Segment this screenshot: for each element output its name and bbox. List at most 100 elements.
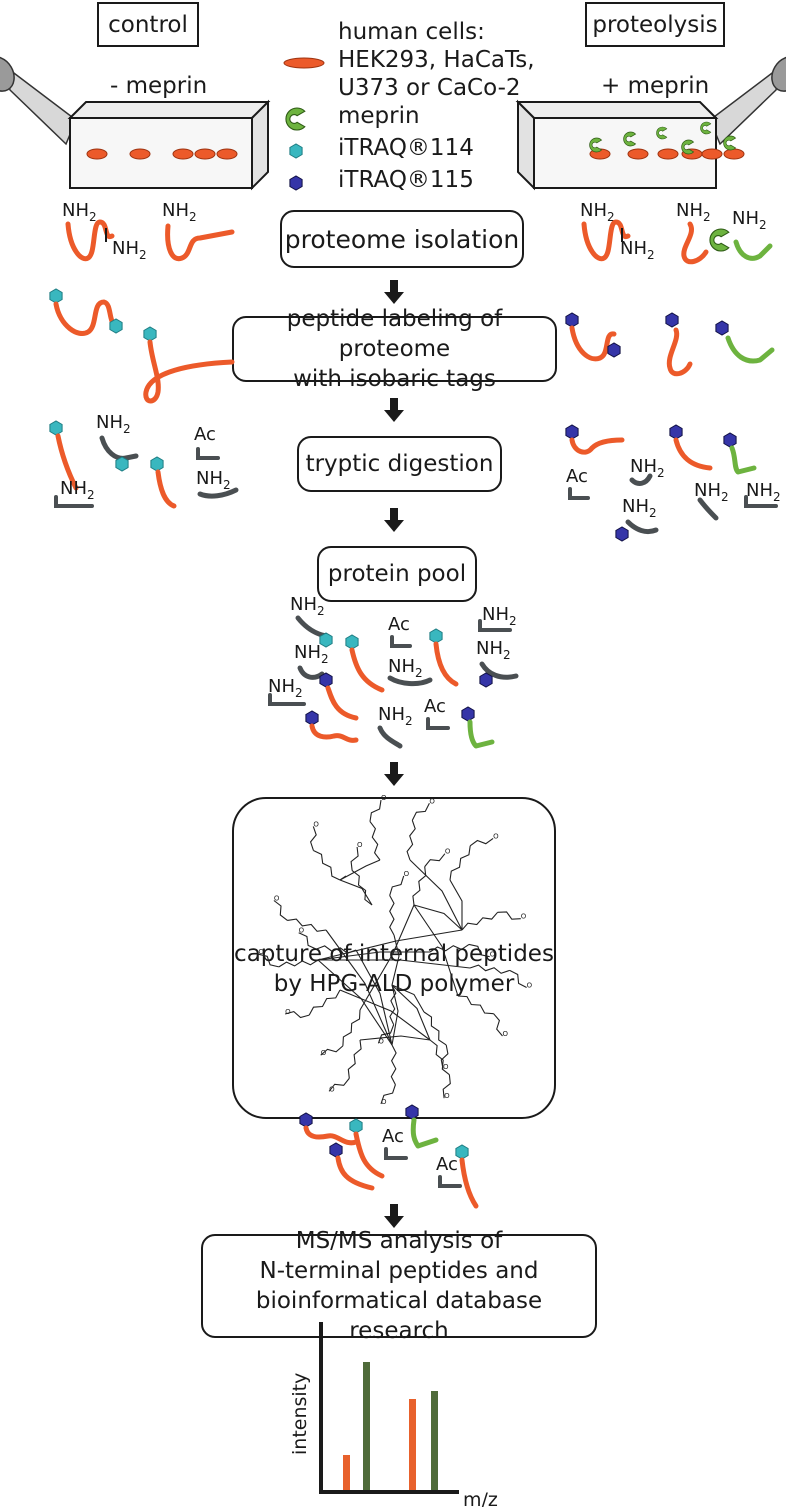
blocked-peptide-stub — [390, 635, 412, 648]
arrow-head — [384, 774, 404, 786]
arrow-shaft — [390, 398, 398, 411]
polymer-atom-label: O — [503, 1030, 509, 1038]
polymer-atom-label: O — [299, 927, 305, 935]
polymer-atom-label: O — [329, 1085, 335, 1093]
itraq115-tag-icon — [461, 706, 475, 722]
nh2-text: NH2 — [96, 412, 131, 436]
blocked-peptide-stub — [744, 495, 778, 508]
polymer-atom-label: O — [429, 797, 435, 805]
peptide-strand — [433, 641, 459, 687]
nh2-label: NH2 — [290, 594, 325, 618]
peptide-strand — [297, 665, 325, 680]
peptide-strand — [625, 519, 659, 535]
legend-cells-label: human cells: — [338, 19, 485, 45]
itraq115-tag-icon — [723, 432, 737, 448]
polymer-bond — [449, 879, 463, 930]
polymer-bond — [493, 1013, 503, 1037]
nh2-subscript: 2 — [317, 604, 325, 618]
itraq115-hexagon — [723, 432, 737, 448]
itraq115-hexagon — [289, 175, 303, 191]
nh2-subscript: 2 — [649, 506, 657, 520]
blocked-peptide-stub — [426, 717, 450, 730]
blocked-peptide-stub — [478, 619, 512, 632]
peptide-strand — [143, 339, 235, 404]
human-cell-icon — [723, 148, 745, 160]
polymer-bond — [308, 989, 341, 1016]
polymer-atom-label: O — [274, 895, 280, 903]
nh2-text: NH2 — [112, 238, 147, 262]
peptide-strand — [295, 615, 329, 639]
nh2-label: NH2 — [112, 238, 147, 262]
nh2-text: NH2 — [162, 200, 197, 224]
peptide-strand — [697, 497, 719, 521]
nh2-subscript: 2 — [189, 210, 197, 224]
peptide-strand — [569, 437, 625, 455]
polymer-atom-label: O — [357, 841, 363, 849]
nh2-text: NH2 — [290, 594, 325, 618]
nh2-label: NH2 — [732, 208, 767, 232]
polymer-bond — [469, 964, 510, 974]
ac-label: Ac — [436, 1154, 458, 1175]
peptide-strand — [165, 223, 235, 262]
spectrum-peak-2 — [363, 1362, 370, 1490]
polymer-bond — [423, 1011, 447, 1046]
polymer-bond — [278, 959, 319, 968]
polymer-atom-label: O — [378, 1037, 384, 1045]
polymer-bond — [287, 918, 327, 932]
nh2-subscript: 2 — [509, 614, 517, 628]
itraq115-tag-icon — [319, 672, 333, 688]
itraq115-hexagon — [299, 1112, 313, 1128]
legend-itraq115: iTRAQ®115 — [338, 167, 474, 193]
polymer-bond — [339, 859, 381, 881]
nh2-label: NH2 — [378, 704, 413, 728]
polymer-bond — [413, 904, 459, 997]
polymer-atom-label: O — [285, 1008, 291, 1016]
meprin-icon — [623, 131, 637, 147]
itraq115-hexagon — [607, 342, 621, 358]
flask-cap — [771, 56, 786, 92]
polymer-bond — [350, 846, 359, 871]
peptide-strand — [459, 1157, 479, 1209]
peptide-strand — [479, 661, 519, 680]
nh2-text: NH2 — [60, 478, 95, 502]
peptide-strand — [55, 433, 79, 491]
nh2-text: NH2 — [196, 468, 231, 492]
step-ms-line-1: MS/MS analysis of — [295, 1228, 503, 1254]
ac-label: Ac — [424, 696, 446, 717]
polymer-bond — [355, 949, 393, 1046]
itraq114-tag-icon — [143, 326, 157, 342]
polymer-bond — [309, 826, 317, 851]
peptide-strand — [729, 445, 757, 475]
step-tryptic-digestion-text: tryptic digestion — [305, 451, 494, 477]
blocked-peptide-stub — [384, 1147, 408, 1160]
peptide-strand — [733, 239, 773, 261]
nh2-subscript: 2 — [87, 488, 95, 502]
nh2-subscript: 2 — [647, 248, 655, 262]
arrow-shaft — [390, 508, 398, 521]
polymer-bond — [342, 1009, 361, 1046]
flask-side — [251, 99, 269, 191]
nh2-label: NH2 — [476, 638, 511, 662]
itraq114-hexagon — [345, 634, 359, 650]
meprin-icon — [709, 228, 730, 252]
step-capture-box: capture of internal peptides by HPG-ALD … — [232, 797, 556, 1119]
itraq114-tag-icon — [345, 634, 359, 650]
nh2-text: NH2 — [268, 676, 303, 700]
step-proteome-isolation-text: proteome isolation — [284, 224, 520, 254]
spectrum-x-label: m/z — [463, 1489, 498, 1507]
nh2-subscript: 2 — [89, 210, 97, 224]
meprin-icon — [681, 139, 695, 155]
nh2-subscript: 2 — [759, 218, 767, 232]
step-ms-line-3: bioinformatical database research — [255, 1288, 543, 1344]
polymer-bond — [442, 1074, 451, 1099]
polymer-bond — [413, 904, 463, 931]
polymer-bond — [429, 1039, 450, 1076]
peptide-strand — [410, 1117, 439, 1149]
spectrum-y-label: intensity — [289, 1373, 311, 1455]
polymer-bond — [284, 1010, 310, 1019]
polymer-bond — [359, 904, 415, 1011]
itraq115-hexagon — [461, 706, 475, 722]
polymer-bond — [469, 837, 494, 847]
itraq115-tag-icon — [305, 710, 319, 726]
